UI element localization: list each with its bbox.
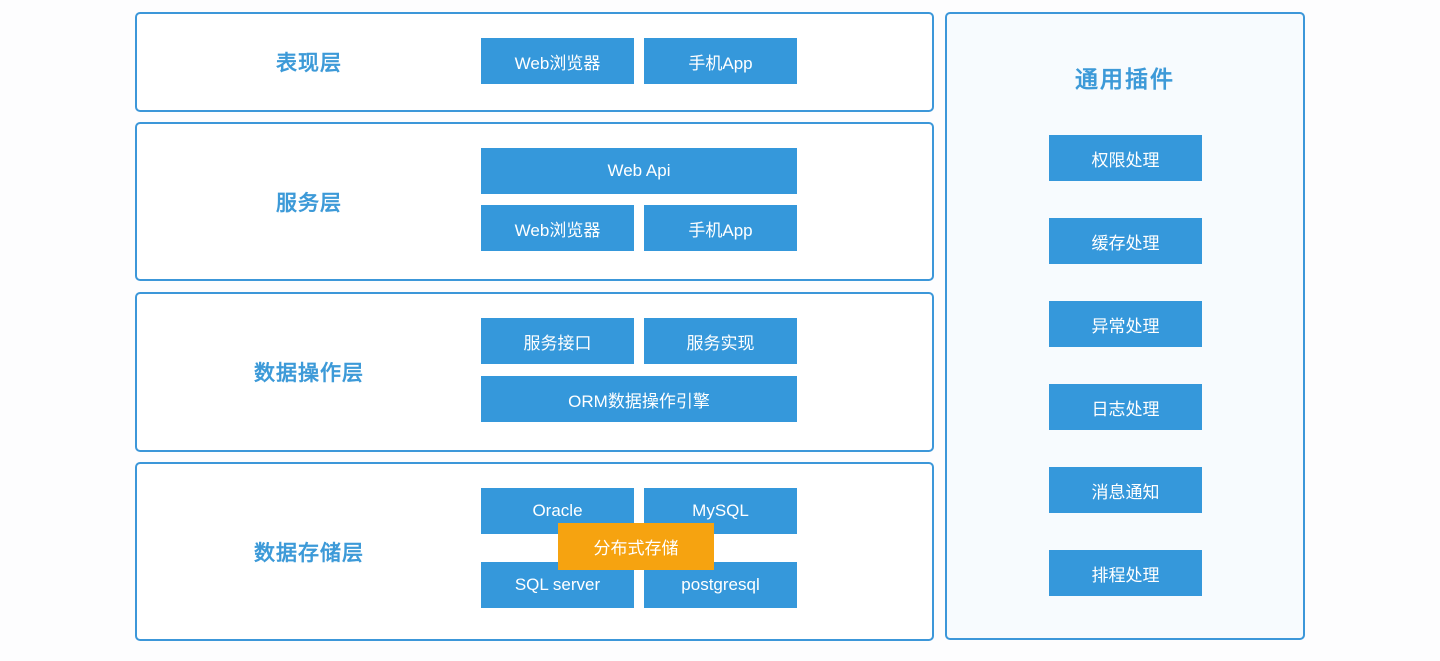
node-orm-engine: ORM数据操作引擎: [481, 376, 797, 422]
node-web-api: Web Api: [481, 148, 797, 194]
layer-title-presentation: 表现层: [276, 52, 342, 75]
node-cache-handling: 缓存处理: [1049, 218, 1202, 264]
layer-title-data-operation: 数据操作层: [254, 362, 364, 385]
node-web-browser-2: Web浏览器: [481, 205, 634, 251]
node-log-handling: 日志处理: [1049, 384, 1202, 430]
node-message-notification: 消息通知: [1049, 467, 1202, 513]
layer-box-service: 服务层 Web Api Web浏览器 手机App: [135, 122, 934, 281]
layer-box-data-storage: 数据存储层 Oracle MySQL SQL server postgresql…: [135, 462, 934, 641]
node-service-interface: 服务接口: [481, 318, 634, 364]
layer-title-data-storage: 数据存储层: [254, 541, 364, 565]
node-permission-handling: 权限处理: [1049, 135, 1202, 181]
node-sql-server: SQL server: [481, 562, 634, 608]
layer-box-presentation: 表现层 Web浏览器 手机App: [135, 12, 934, 112]
node-web-browser: Web浏览器: [481, 38, 634, 84]
node-mobile-app-2: 手机App: [644, 205, 797, 251]
layer-title-service: 服务层: [276, 191, 342, 215]
node-mobile-app: 手机App: [644, 38, 797, 84]
node-service-implementation: 服务实现: [644, 318, 797, 364]
plugins-panel-title: 通用插件: [1075, 66, 1175, 92]
node-oracle: Oracle: [481, 488, 634, 534]
plugins-panel: 通用插件 权限处理 缓存处理 异常处理 日志处理 消息通知 排程处理: [945, 12, 1305, 640]
node-exception-handling: 异常处理: [1049, 301, 1202, 347]
node-postgresql: postgresql: [644, 562, 797, 608]
node-schedule-handling: 排程处理: [1049, 550, 1202, 596]
layer-box-data-operation: 数据操作层 服务接口 服务实现 ORM数据操作引擎: [135, 292, 934, 452]
node-distributed-storage: 分布式存储: [558, 523, 714, 570]
